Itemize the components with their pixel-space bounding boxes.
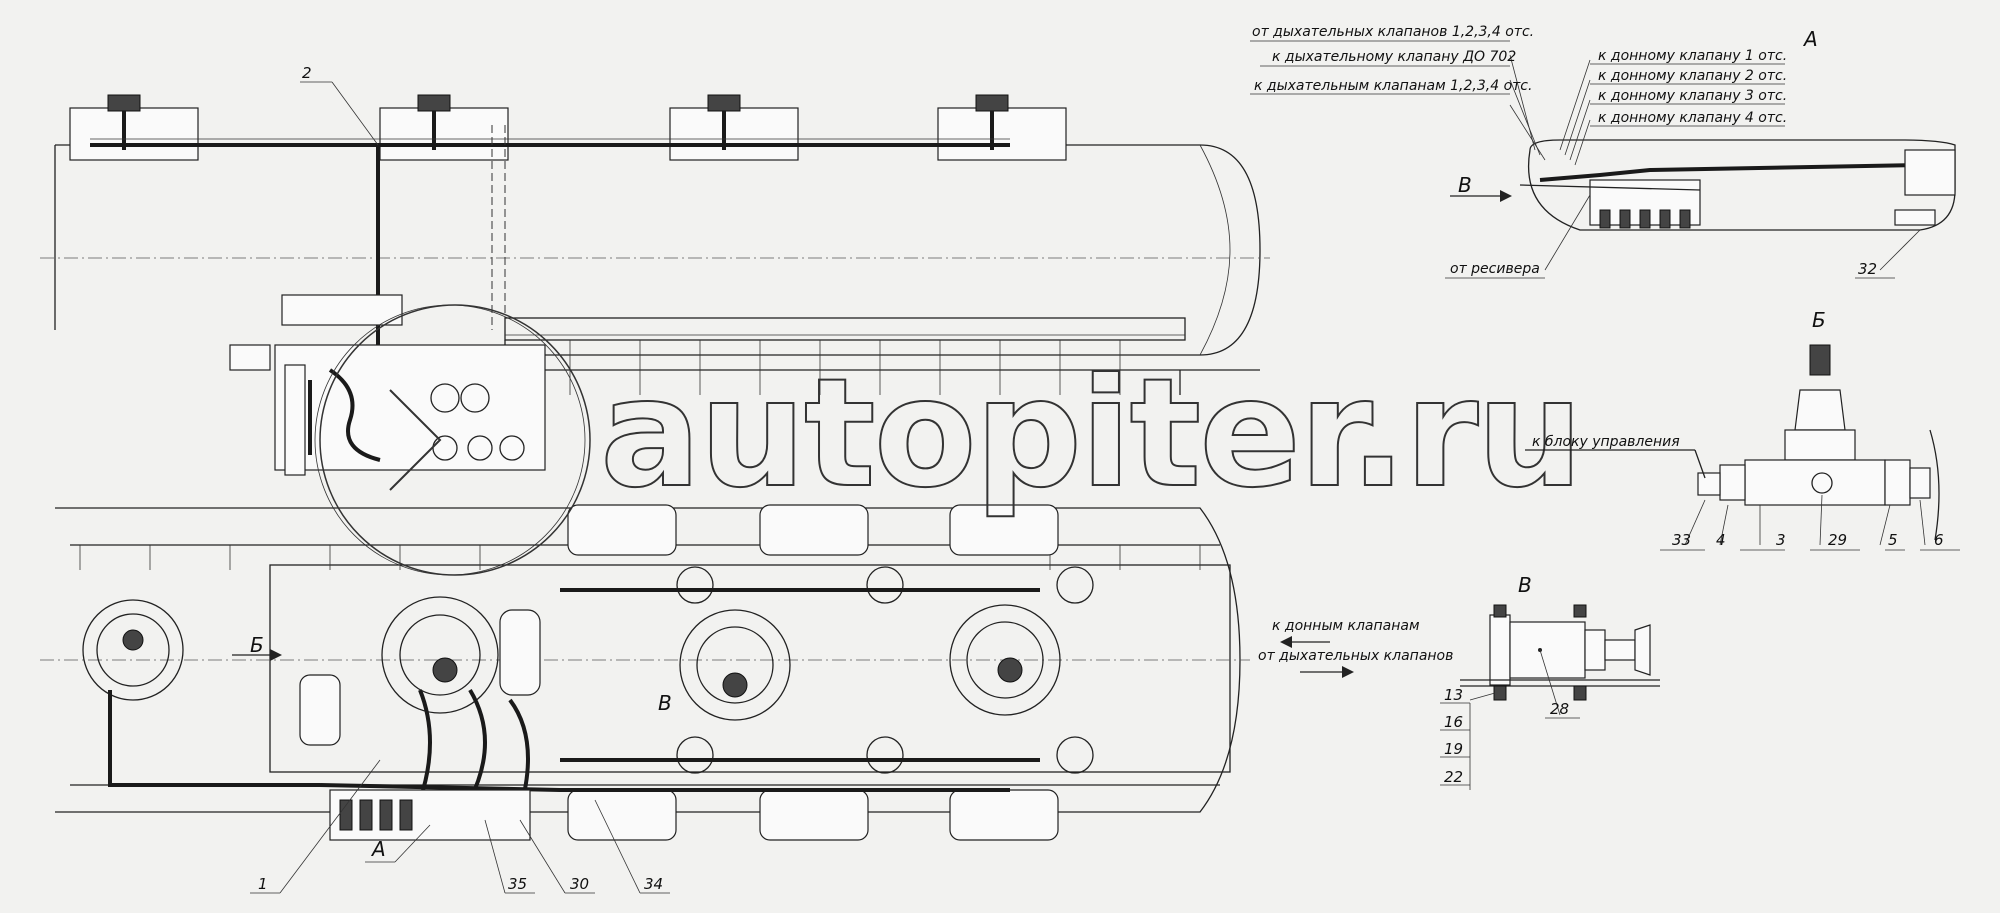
watermark: autopiter.ru xyxy=(319,304,1584,576)
label-to-bottom-1: к донному клапану 1 отс. xyxy=(1598,48,1787,64)
view-v-title: В xyxy=(1518,573,1532,597)
valve-cluster-side xyxy=(308,368,525,462)
view-b-title: Б xyxy=(1812,308,1826,332)
callout-16: 16 xyxy=(1444,713,1463,731)
hatch-2 xyxy=(381,596,499,714)
tank-plan-view xyxy=(40,504,1250,841)
view-a-detail: А от дыхательных клапанов 1,2,3,4 отс. к… xyxy=(1250,24,1956,279)
arrow-v-main-label: В xyxy=(658,691,672,715)
label-to-bottom-3: к донному клапану 3 отс. xyxy=(1598,88,1787,104)
callout-13: 13 xyxy=(1444,686,1463,704)
callout-34: 34 xyxy=(644,875,663,893)
main-labels: 2 Б В к донным клапанам от дыхательных к… xyxy=(232,64,1453,894)
label-to-bottom-4: к донному клапану 4 отс. xyxy=(1598,110,1787,126)
callout-19: 19 xyxy=(1444,740,1463,758)
callout-1: 1 xyxy=(258,875,268,893)
arrow-b-label: Б xyxy=(250,633,264,657)
callout-32: 32 xyxy=(1858,260,1877,278)
view-a-title: А xyxy=(1802,27,1818,51)
label-to-breather-do702: к дыхательному клапану ДО 702 xyxy=(1272,49,1516,65)
callout-33: 33 xyxy=(1672,531,1691,549)
hatch-3 xyxy=(679,609,791,721)
callout-29: 29 xyxy=(1828,531,1847,549)
label-from-receiver: от ресивера xyxy=(1450,261,1540,277)
hatch-4 xyxy=(949,604,1061,716)
callout-4: 4 xyxy=(1716,531,1726,549)
label-to-control-unit: к блоку управления xyxy=(1532,434,1680,450)
label-to-breathers-1234: к дыхательным клапанам 1,2,3,4 отс. xyxy=(1254,78,1532,94)
hatch-1 xyxy=(82,599,184,701)
view-b-detail: Б к блоку управления 33 4 3 29 5 6 xyxy=(1525,308,1960,551)
tank-side-view xyxy=(40,94,1270,576)
view-a-main-label: А xyxy=(370,837,386,861)
label-from-breather-1234: от дыхательных клапанов 1,2,3,4 отс. xyxy=(1252,24,1534,40)
callout-28: 28 xyxy=(1550,700,1569,718)
callout-2: 2 xyxy=(302,64,312,82)
callout-30: 30 xyxy=(570,875,589,893)
callout-6: 6 xyxy=(1934,531,1944,549)
wheels-row-bottom xyxy=(567,789,1059,841)
label-to-bottom-2: к донному клапану 2 отс. xyxy=(1598,68,1787,84)
label-from-breather-valves: от дыхательных клапанов xyxy=(1258,648,1453,664)
label-to-bottom-valves: к донным клапанам xyxy=(1272,618,1420,634)
callout-3: 3 xyxy=(1776,531,1786,549)
callout-35: 35 xyxy=(508,875,527,893)
wheels-row-top xyxy=(567,504,1059,556)
callout-22: 22 xyxy=(1444,768,1463,786)
callout-5: 5 xyxy=(1888,531,1898,549)
watermark-text: autopiter.ru xyxy=(600,347,1581,521)
arrow-v-label: В xyxy=(1458,173,1472,197)
view-v-detail: В 13 16 19 22 28 xyxy=(1440,573,1660,790)
